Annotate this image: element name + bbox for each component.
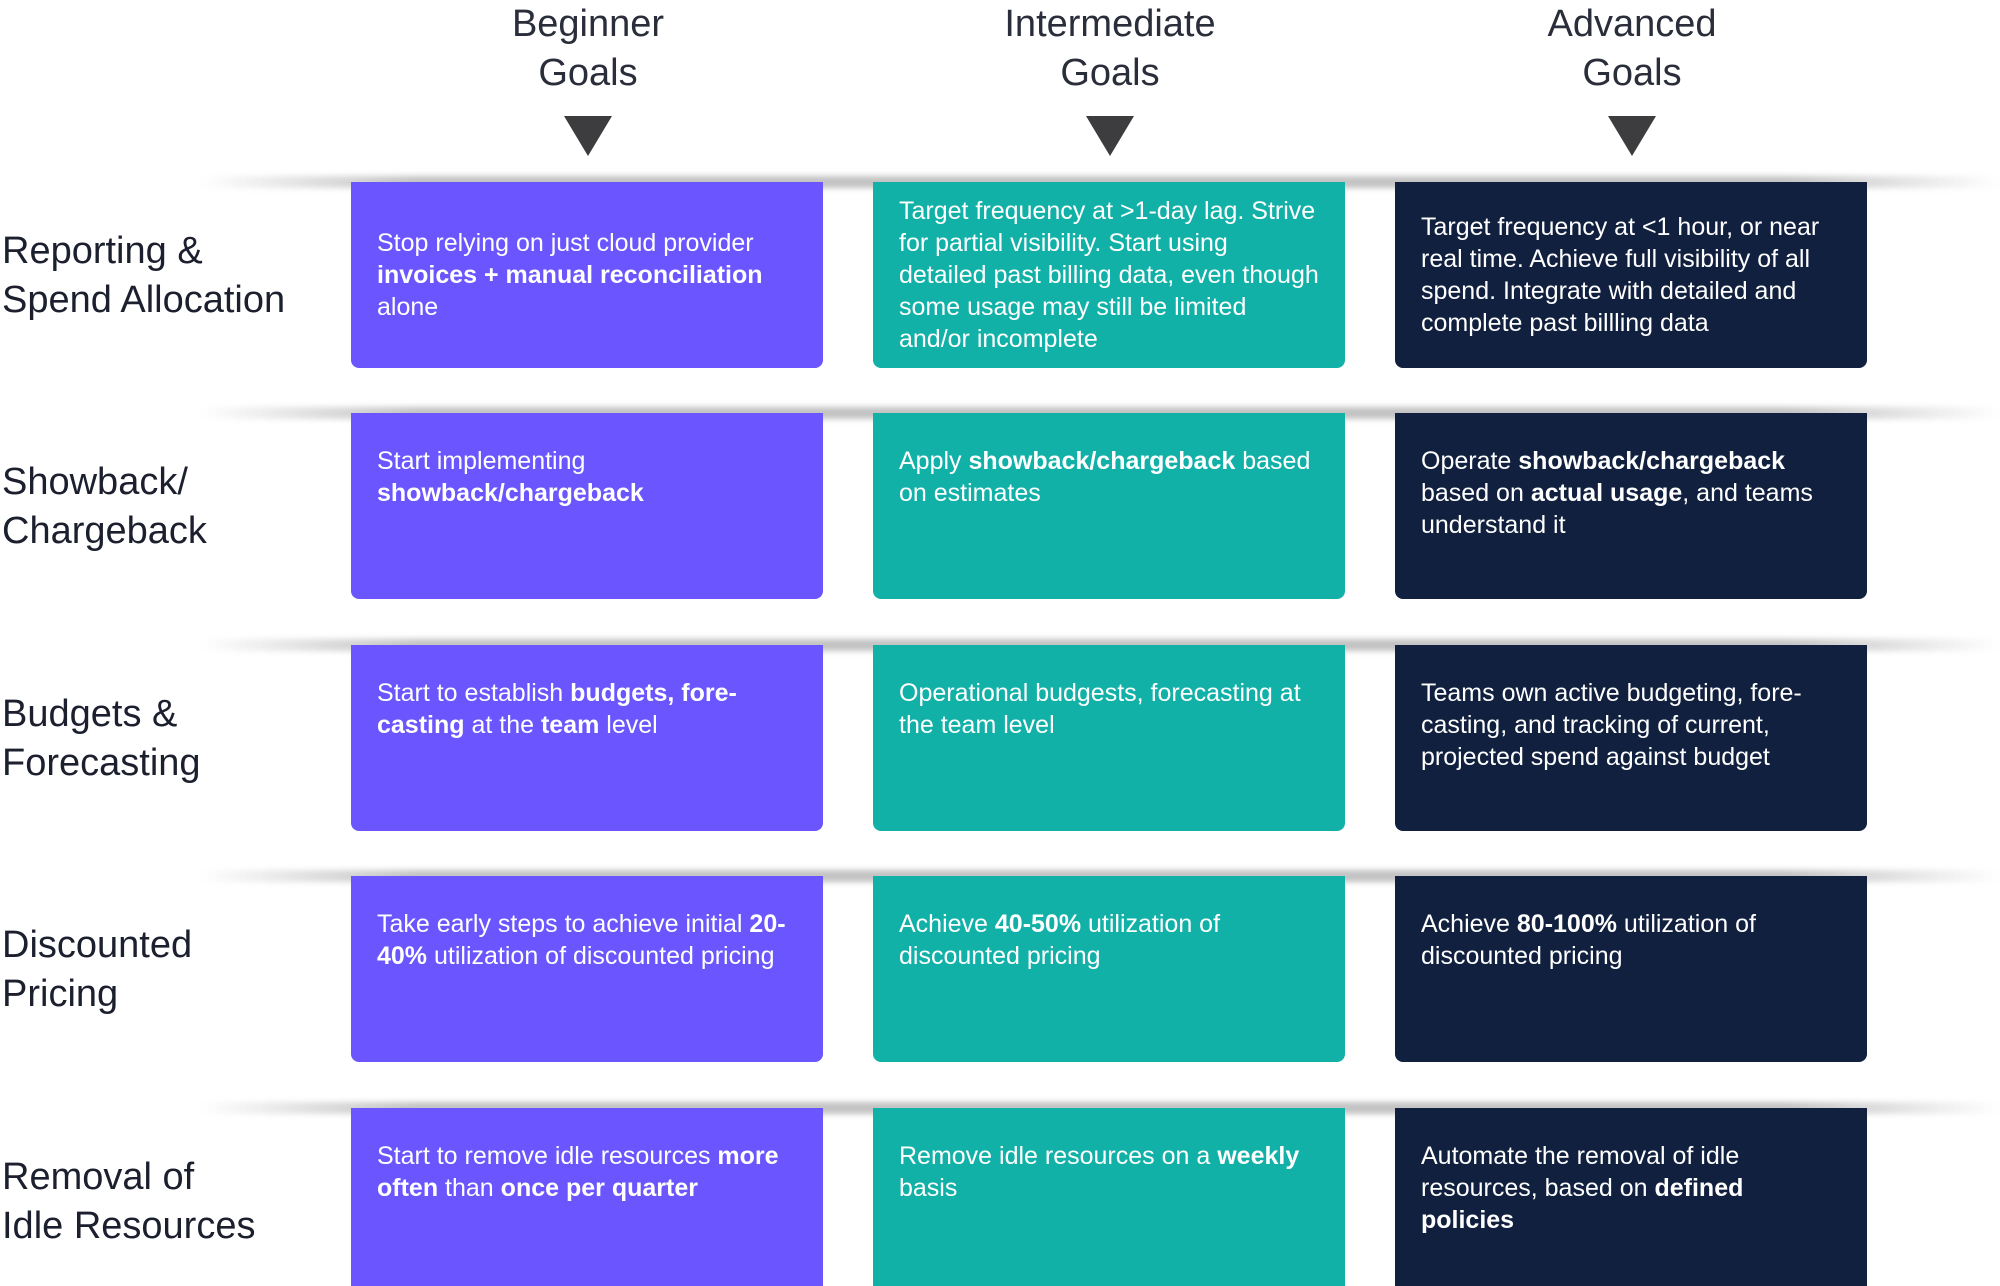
goal-text: Automate the removal of idle resources, …	[1421, 1142, 1744, 1234]
goal-text: Target frequency at <1 hour, or near rea…	[1421, 213, 1820, 337]
column-title-advanced: Advanced Goals	[1547, 3, 1717, 94]
beginner-goal-card: Start implementing showback/chargeback	[351, 413, 823, 599]
down-arrow-icon	[564, 116, 612, 156]
goal-text: Teams own active budgeting, fore-casting…	[1421, 679, 1802, 771]
beginner-goal-card: Start to remove idle resources more ofte…	[351, 1108, 823, 1286]
advanced-goal-card: Achieve 80-100% utilization of discounte…	[1395, 876, 1867, 1062]
intermediate-goal-card: Apply showback/chargeback based on estim…	[873, 413, 1345, 599]
goal-text: Operate showback/chargeback based on act…	[1421, 447, 1813, 539]
intermediate-goal-card: Remove idle resources on a weekly basis	[873, 1108, 1345, 1286]
beginner-goal-card: Start to establish budgets, fore-casting…	[351, 645, 823, 831]
down-arrow-icon	[1086, 116, 1134, 156]
advanced-goal-card: Target frequency at <1 hour, or near rea…	[1395, 182, 1867, 368]
down-arrow-icon	[1608, 116, 1656, 156]
beginner-goal-card: Take early steps to achieve initial 20-4…	[351, 876, 823, 1062]
row-label: Showback/ Chargeback	[2, 461, 207, 552]
goal-text: Target frequency at >1-day lag. Strive f…	[899, 197, 1319, 353]
goal-text: Achieve 80-100% utilization of discounte…	[1421, 910, 1756, 970]
beginner-goal-card: Stop relying on just cloud provider invo…	[351, 182, 823, 368]
row-label: Discounted Pricing	[2, 924, 193, 1015]
intermediate-goal-card: Achieve 40-50% utilization of discounted…	[873, 876, 1345, 1062]
advanced-goal-card: Automate the removal of idle resources, …	[1395, 1108, 1867, 1286]
intermediate-goal-card: Target frequency at >1-day lag. Strive f…	[873, 182, 1345, 368]
goal-text: Stop relying on just cloud provider invo…	[377, 229, 763, 321]
goal-text: Apply showback/chargeback based on estim…	[899, 447, 1311, 507]
goal-text: Achieve 40-50% utilization of discounted…	[899, 910, 1221, 970]
column-title-intermediate: Intermediate Goals	[1004, 3, 1216, 94]
goal-row-discounted-pricing: Discounted Pricing Take early steps to a…	[0, 870, 2000, 1064]
goal-text: Remove idle resources on a weekly basis	[899, 1142, 1300, 1202]
goal-text: Start implementing showback/chargeback	[377, 447, 644, 507]
goal-text: Operational budgests, forecasting at the…	[899, 679, 1301, 739]
goal-text: Start to establish budgets, fore-casting…	[377, 679, 737, 739]
goal-text: Start to remove idle resources more ofte…	[377, 1142, 779, 1202]
goal-row-reporting: Reporting & Spend Allocation Stop relyin…	[0, 176, 2000, 370]
advanced-goal-card: Operate showback/chargeback based on act…	[1395, 413, 1867, 599]
column-title-beginner: Beginner Goals	[511, 3, 665, 94]
goal-row-budgets: Budgets & Forecasting Start to establish…	[0, 639, 2000, 833]
row-label: Removal of Idle Resources	[2, 1156, 256, 1247]
intermediate-goal-card: Operational budgests, forecasting at the…	[873, 645, 1345, 831]
column-header-advanced: Advanced Goals	[1432, 0, 1832, 156]
goal-row-showback: Showback/ Chargeback Start implementing …	[0, 407, 2000, 601]
row-label: Budgets & Forecasting	[2, 693, 201, 784]
goal-text: Take early steps to achieve initial 20-4…	[377, 910, 786, 970]
column-header-beginner: Beginner Goals	[388, 0, 788, 156]
goal-row-idle-resources: Removal of Idle Resources Start to remov…	[0, 1102, 2000, 1286]
advanced-goal-card: Teams own active budgeting, fore-casting…	[1395, 645, 1867, 831]
column-header-intermediate: Intermediate Goals	[910, 0, 1310, 156]
row-label: Reporting & Spend Allocation	[2, 230, 286, 321]
